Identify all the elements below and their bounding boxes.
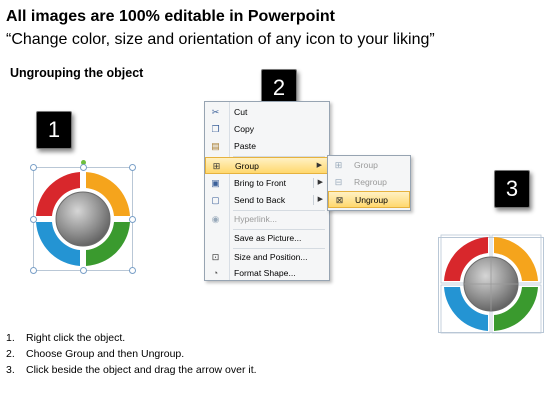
green-segment[interactable] [494, 287, 538, 331]
resize-handle[interactable] [30, 216, 37, 223]
menu-item-bring-to-front[interactable]: ▣ Bring to Front ▶ [205, 175, 329, 191]
selection-box-ungrouped[interactable] [438, 237, 544, 333]
center-circle[interactable] [55, 191, 111, 247]
menu-item-label: Paste [234, 141, 256, 151]
instruction-text: Click beside the object and drag the arr… [26, 364, 257, 376]
instruction-number: 2. [6, 348, 15, 360]
instruction-number: 1. [6, 332, 15, 344]
copy-icon: ❐ [211, 124, 220, 134]
step-badge-2: 2 [261, 69, 297, 107]
page-subtitle: “Change color, size and orientation of a… [6, 31, 435, 48]
orange-segment[interactable] [86, 172, 130, 216]
step-badge-1: 1 [36, 111, 72, 149]
menu-item-label: Copy [234, 124, 255, 134]
menu-item-group[interactable]: ⊞ Group ▶ [205, 157, 329, 174]
group-icon: ⊞ [334, 160, 343, 170]
instruction-text: Choose Group and then Ungroup. [26, 348, 185, 360]
hyperlink-icon: ◉ [211, 214, 220, 224]
context-menu: ✂ Cut ❐ Copy ▤ Paste ⊞ Group ▶ ▣ Bring t… [204, 101, 330, 281]
instructions-list: 1. Right click the object. 2. Choose Group… [6, 330, 257, 378]
instruction-item: 2. Choose Group and then Ungroup. [6, 346, 257, 362]
submenu-arrow-icon: ▶ [316, 162, 322, 169]
menu-item-cut[interactable]: ✂ Cut [205, 104, 329, 120]
submenu-arrow-icon: ▶ [317, 196, 323, 203]
menu-item-label: Size and Position... [234, 252, 308, 262]
split-divider [313, 178, 314, 188]
send-to-back-icon: ▢ [211, 195, 220, 205]
menu-item-send-to-back[interactable]: ▢ Send to Back ▶ [205, 192, 329, 208]
menu-divider [233, 229, 325, 230]
paste-icon: ▤ [211, 141, 220, 151]
page-title: All images are 100% editable in Powerpoi… [6, 8, 335, 25]
ring-diagram-grouped[interactable] [33, 167, 133, 271]
group-icon: ⊞ [212, 161, 221, 171]
submenu-item-group[interactable]: ⊞ Group [328, 157, 410, 174]
format-shape-icon: ◔ [212, 268, 219, 278]
resize-handle[interactable] [30, 267, 37, 274]
ring-diagram-ungrouped[interactable] [436, 232, 546, 336]
green-segment[interactable] [86, 222, 130, 266]
step-badge-3: 3 [494, 170, 530, 208]
menu-divider [233, 210, 325, 211]
resize-handle[interactable] [129, 216, 136, 223]
instruction-number: 3. [6, 364, 15, 376]
submenu-item-ungroup[interactable]: ⊠ Ungroup [328, 191, 410, 208]
menu-item-paste[interactable]: ▤ Paste [205, 138, 329, 154]
ungroup-icon: ⊠ [335, 195, 344, 205]
instruction-text: Right click the object. [26, 332, 126, 344]
red-segment[interactable] [36, 172, 80, 216]
menu-item-label: Cut [234, 107, 248, 117]
size-position-icon: ⊡ [211, 252, 220, 262]
instruction-item: 1. Right click the object. [6, 330, 257, 346]
menu-item-label: Hyperlink... [234, 214, 277, 224]
instruction-item: 3. Click beside the object and drag the a… [6, 362, 257, 378]
resize-handle[interactable] [80, 164, 87, 171]
menu-item-save-as-picture[interactable]: Save as Picture... [205, 230, 329, 246]
group-submenu: ⊞ Group ⊟ Regroup ⊠ Ungroup [327, 155, 411, 211]
resize-handle[interactable] [129, 164, 136, 171]
menu-item-label: Group [235, 161, 259, 171]
menu-item-size-and-position[interactable]: ⊡ Size and Position... [205, 249, 329, 265]
menu-item-label: Send to Back [234, 195, 286, 205]
menu-item-copy[interactable]: ❐ Copy [205, 121, 329, 137]
selection-box-grouped[interactable] [30, 160, 136, 274]
menu-divider [233, 248, 325, 249]
menu-item-label: Ungroup [355, 195, 388, 205]
regroup-icon: ⊟ [334, 177, 343, 187]
submenu-item-regroup[interactable]: ⊟ Regroup [328, 174, 410, 191]
rotation-handle[interactable] [81, 160, 86, 165]
red-segment[interactable] [444, 237, 488, 281]
orange-segment[interactable] [494, 237, 538, 281]
resize-handle[interactable] [129, 267, 136, 274]
submenu-arrow-icon: ▶ [317, 179, 323, 186]
resize-handle[interactable] [80, 267, 87, 274]
menu-item-hyperlink[interactable]: ◉ Hyperlink... [205, 211, 329, 227]
split-divider [313, 195, 314, 205]
bring-to-front-icon: ▣ [211, 178, 220, 188]
blue-segment[interactable] [444, 287, 488, 331]
scissors-icon: ✂ [211, 107, 220, 117]
menu-item-label: Bring to Front [234, 178, 287, 188]
menu-item-label: Regroup [354, 177, 387, 187]
menu-item-format-shape[interactable]: ◔ Format Shape... [205, 265, 329, 281]
menu-divider [233, 156, 325, 157]
menu-item-label: Group [354, 160, 378, 170]
resize-handle[interactable] [30, 164, 37, 171]
section-heading: Ungrouping the object [10, 66, 144, 80]
menu-item-label: Save as Picture... [234, 233, 302, 243]
menu-item-label: Format Shape... [234, 268, 296, 278]
blue-segment[interactable] [36, 222, 80, 266]
